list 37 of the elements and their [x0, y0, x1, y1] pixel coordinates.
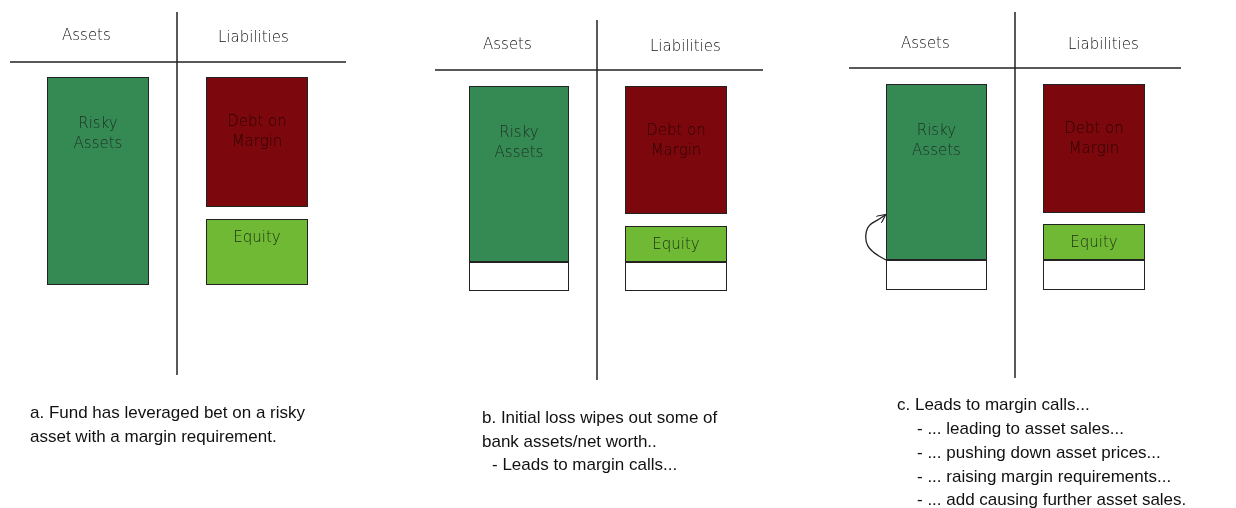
debt-bar — [1043, 84, 1145, 213]
debt-bar — [206, 77, 308, 207]
empty-box — [625, 262, 727, 291]
empty-box — [886, 260, 987, 290]
column-header: Assets — [62, 25, 111, 46]
caption-text: - ... raising margin requirements... — [917, 466, 1172, 488]
box-label: Equity — [1069, 232, 1119, 252]
column-header: Assets — [901, 33, 950, 54]
column-header: Liabilities — [650, 36, 721, 57]
equity-bar — [206, 219, 308, 285]
caption-text: - Leads to margin calls... — [492, 454, 678, 476]
box-label: Risky Assets — [493, 122, 545, 162]
caption-text: - ... pushing down asset prices... — [917, 442, 1161, 464]
column-header: Assets — [483, 34, 532, 55]
asset-bar — [886, 84, 987, 260]
caption-text: a. Fund has leveraged bet on a risky asset with a margin requirement. — [30, 402, 306, 448]
box-label: Equity — [232, 227, 282, 247]
column-header: Liabilities — [218, 27, 289, 48]
asset-bar — [47, 77, 149, 285]
box-label: Risky Assets — [72, 113, 124, 153]
empty-box — [469, 262, 569, 291]
empty-box — [1043, 260, 1145, 290]
debt-bar — [625, 86, 727, 214]
box-label: Debt on Margin — [226, 111, 288, 151]
asset-bar — [469, 86, 569, 262]
box-label: Equity — [651, 234, 701, 254]
equity-bar — [1043, 224, 1145, 260]
caption-text: c. Leads to margin calls... — [897, 394, 1090, 416]
curved-arrow — [865, 213, 887, 261]
box-label: Risky Assets — [911, 120, 962, 160]
column-header: Liabilities — [1068, 34, 1139, 55]
equity-bar — [625, 226, 727, 262]
box-label: Debt on Margin — [645, 120, 707, 160]
caption-text: - ... leading to asset sales... — [917, 418, 1124, 440]
caption-text: b. Initial loss wipes out some of bank assets/net worth.. — [482, 407, 719, 453]
caption-text: - ... add causing further asset sales. — [917, 489, 1187, 508]
box-label: Debt on Margin — [1063, 118, 1125, 158]
